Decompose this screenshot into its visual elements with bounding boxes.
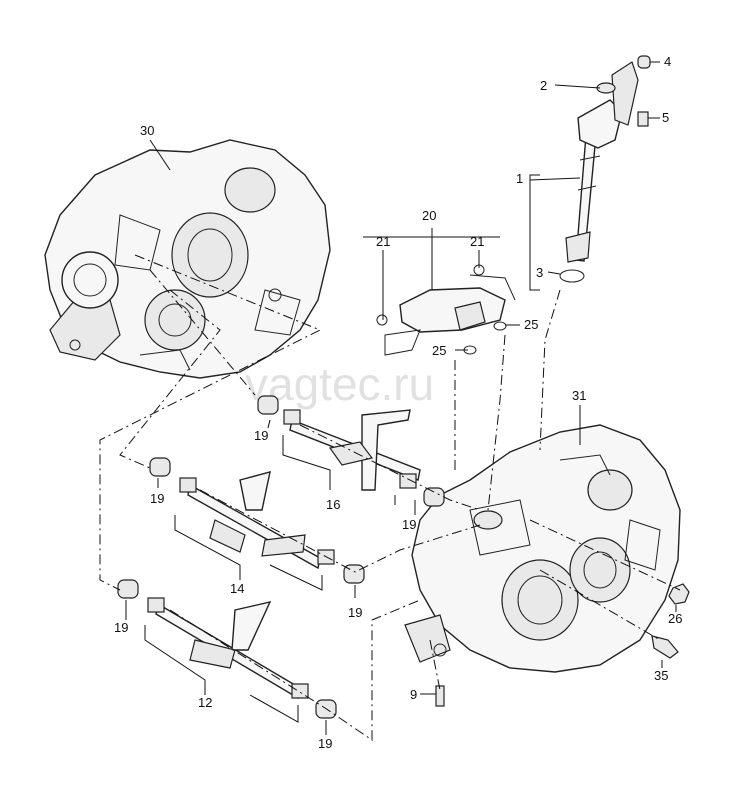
clip-part-19-b[interactable] xyxy=(179,477,197,493)
callout-19-a: 19 xyxy=(254,428,268,443)
callout-3: 3 xyxy=(536,265,543,280)
callout-4: 4 xyxy=(664,54,671,69)
callout-26: 26 xyxy=(668,611,682,626)
gearbox-housing-part-31[interactable] xyxy=(404,424,681,673)
callout-19-c: 19 xyxy=(114,620,128,635)
callout-31: 31 xyxy=(572,388,586,403)
selector-rod-part-16[interactable] xyxy=(289,409,421,491)
bushing-part-19-b[interactable] xyxy=(149,457,171,477)
callout-25-b: 25 xyxy=(432,343,446,358)
bushing-part-19-d[interactable] xyxy=(423,487,445,507)
clip-part-19-a[interactable] xyxy=(283,409,301,425)
callout-21-a: 21 xyxy=(376,234,390,249)
assembly-lines xyxy=(99,254,681,741)
callout-2: 2 xyxy=(540,78,547,93)
callout-21-b: 21 xyxy=(470,234,484,249)
sensor-part-35[interactable] xyxy=(651,635,679,659)
callout-9: 9 xyxy=(410,687,417,702)
callout-14: 14 xyxy=(230,581,244,596)
callout-25-a: 25 xyxy=(524,317,538,332)
callout-16: 16 xyxy=(326,497,340,512)
bolt-part-5[interactable] xyxy=(637,111,649,127)
callout-19-b: 19 xyxy=(150,491,164,506)
clip-part-19-f[interactable] xyxy=(291,683,309,699)
callout-19-d: 19 xyxy=(402,517,416,532)
callout-labels: 1 2 3 4 5 9 12 14 16 19 19 19 19 19 19 2… xyxy=(114,54,682,751)
cap-part-4[interactable] xyxy=(637,55,651,69)
callout-5: 5 xyxy=(662,110,669,125)
callout-30: 30 xyxy=(140,123,154,138)
bushing-part-19-a[interactable] xyxy=(257,395,279,415)
callout-35: 35 xyxy=(654,668,668,683)
selector-rod-part-12[interactable] xyxy=(155,601,301,700)
shift-shaft-part-1[interactable] xyxy=(565,61,639,263)
clip-part-19-d[interactable] xyxy=(399,473,417,489)
callout-12: 12 xyxy=(198,695,212,710)
selector-rod-part-14[interactable] xyxy=(187,471,321,570)
nut-part-26[interactable] xyxy=(668,583,690,605)
callout-19-f: 19 xyxy=(318,736,332,751)
clutch-housing-part-30[interactable] xyxy=(44,139,331,379)
callout-1: 1 xyxy=(516,171,523,186)
selector-mechanism-part-20[interactable] xyxy=(376,264,516,356)
bolt-part-9[interactable] xyxy=(435,685,445,707)
clip-part-19-c[interactable] xyxy=(147,597,165,613)
callout-20: 20 xyxy=(422,208,436,223)
bushing-part-19-c[interactable] xyxy=(117,579,139,599)
o-ring-part-3[interactable] xyxy=(559,269,585,283)
leader-lines xyxy=(125,61,677,735)
callout-19-e: 19 xyxy=(348,605,362,620)
